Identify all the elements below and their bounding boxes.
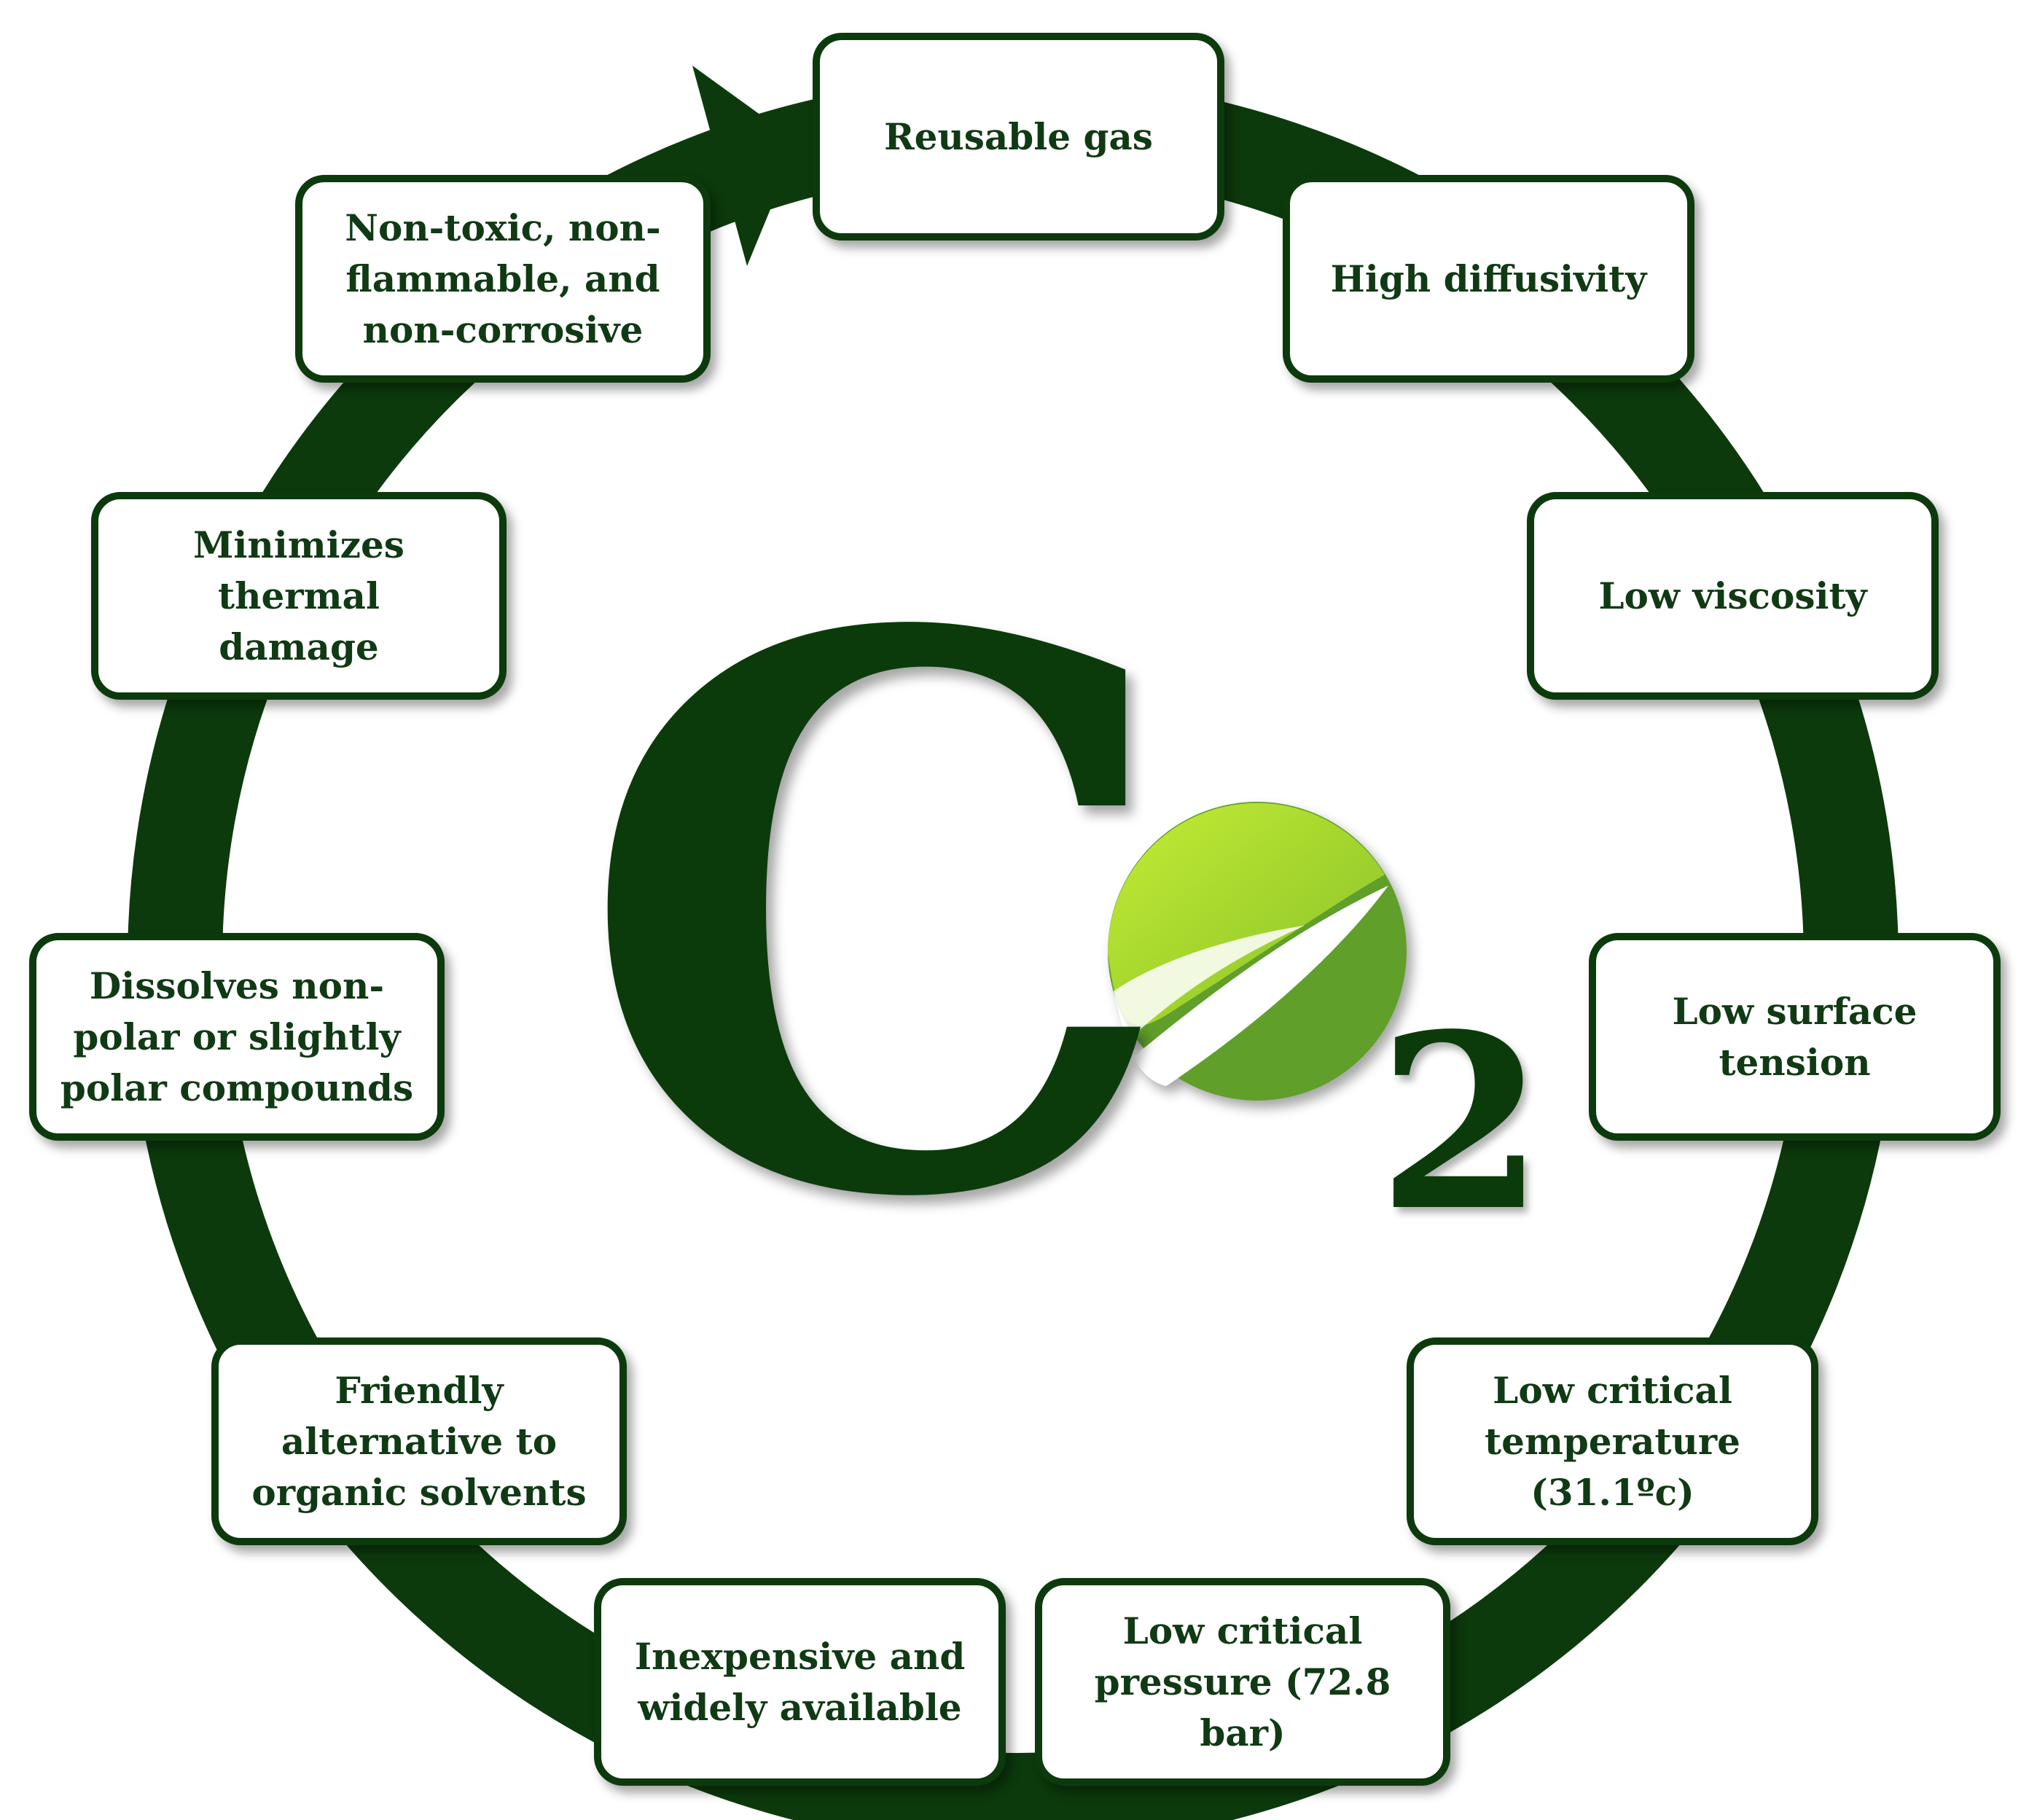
box-high-diffusivity: High diffusivity <box>1283 175 1694 383</box>
box-label: Dissolves non- polar or slightly polar c… <box>60 964 414 1109</box>
box-low-critical-pressure: Low critical pressure (72.8 bar) <box>1035 1578 1450 1786</box>
box-low-surface-tension: Low surface tension <box>1589 933 2001 1141</box>
box-label: High diffusivity <box>1330 257 1647 300</box>
box-label: Low critical pressure (72.8 bar) <box>1094 1609 1391 1754</box>
co2-letter-c: C <box>576 473 1179 1364</box>
box-label: Inexpensive and widely available <box>634 1634 966 1729</box>
box-minimizes-thermal-damage: Minimizes thermal damage <box>91 492 507 700</box>
box-inexpensive: Inexpensive and widely available <box>594 1578 1006 1786</box>
box-low-viscosity: Low viscosity <box>1527 492 1939 700</box>
box-non-toxic: Non-toxic, non- flammable, and non-corro… <box>295 175 711 383</box>
box-label: Low critical temperature (31.1ºc) <box>1485 1368 1740 1514</box>
box-label: Low surface tension <box>1672 989 1917 1084</box>
box-label: Minimizes thermal damage <box>193 523 404 668</box>
cycle-arrow-head <box>692 66 798 266</box>
box-friendly-alternative: Friendly alternative to organic solvents <box>211 1337 627 1545</box>
box-low-critical-temperature: Low critical temperature (31.1ºc) <box>1407 1337 1818 1545</box>
box-label: Reusable gas <box>884 114 1153 158</box>
box-label: Non-toxic, non- flammable, and non-corro… <box>345 206 661 351</box>
box-reusable-gas: Reusable gas <box>813 33 1224 241</box>
leaf-icon <box>1108 802 1407 1101</box>
box-label: Low viscosity <box>1598 574 1867 617</box>
co2-subscript-2: 2 <box>1377 981 1545 1264</box>
box-label: Friendly alternative to organic solvents <box>251 1368 587 1514</box>
box-dissolves-compounds: Dissolves non- polar or slightly polar c… <box>29 933 445 1141</box>
